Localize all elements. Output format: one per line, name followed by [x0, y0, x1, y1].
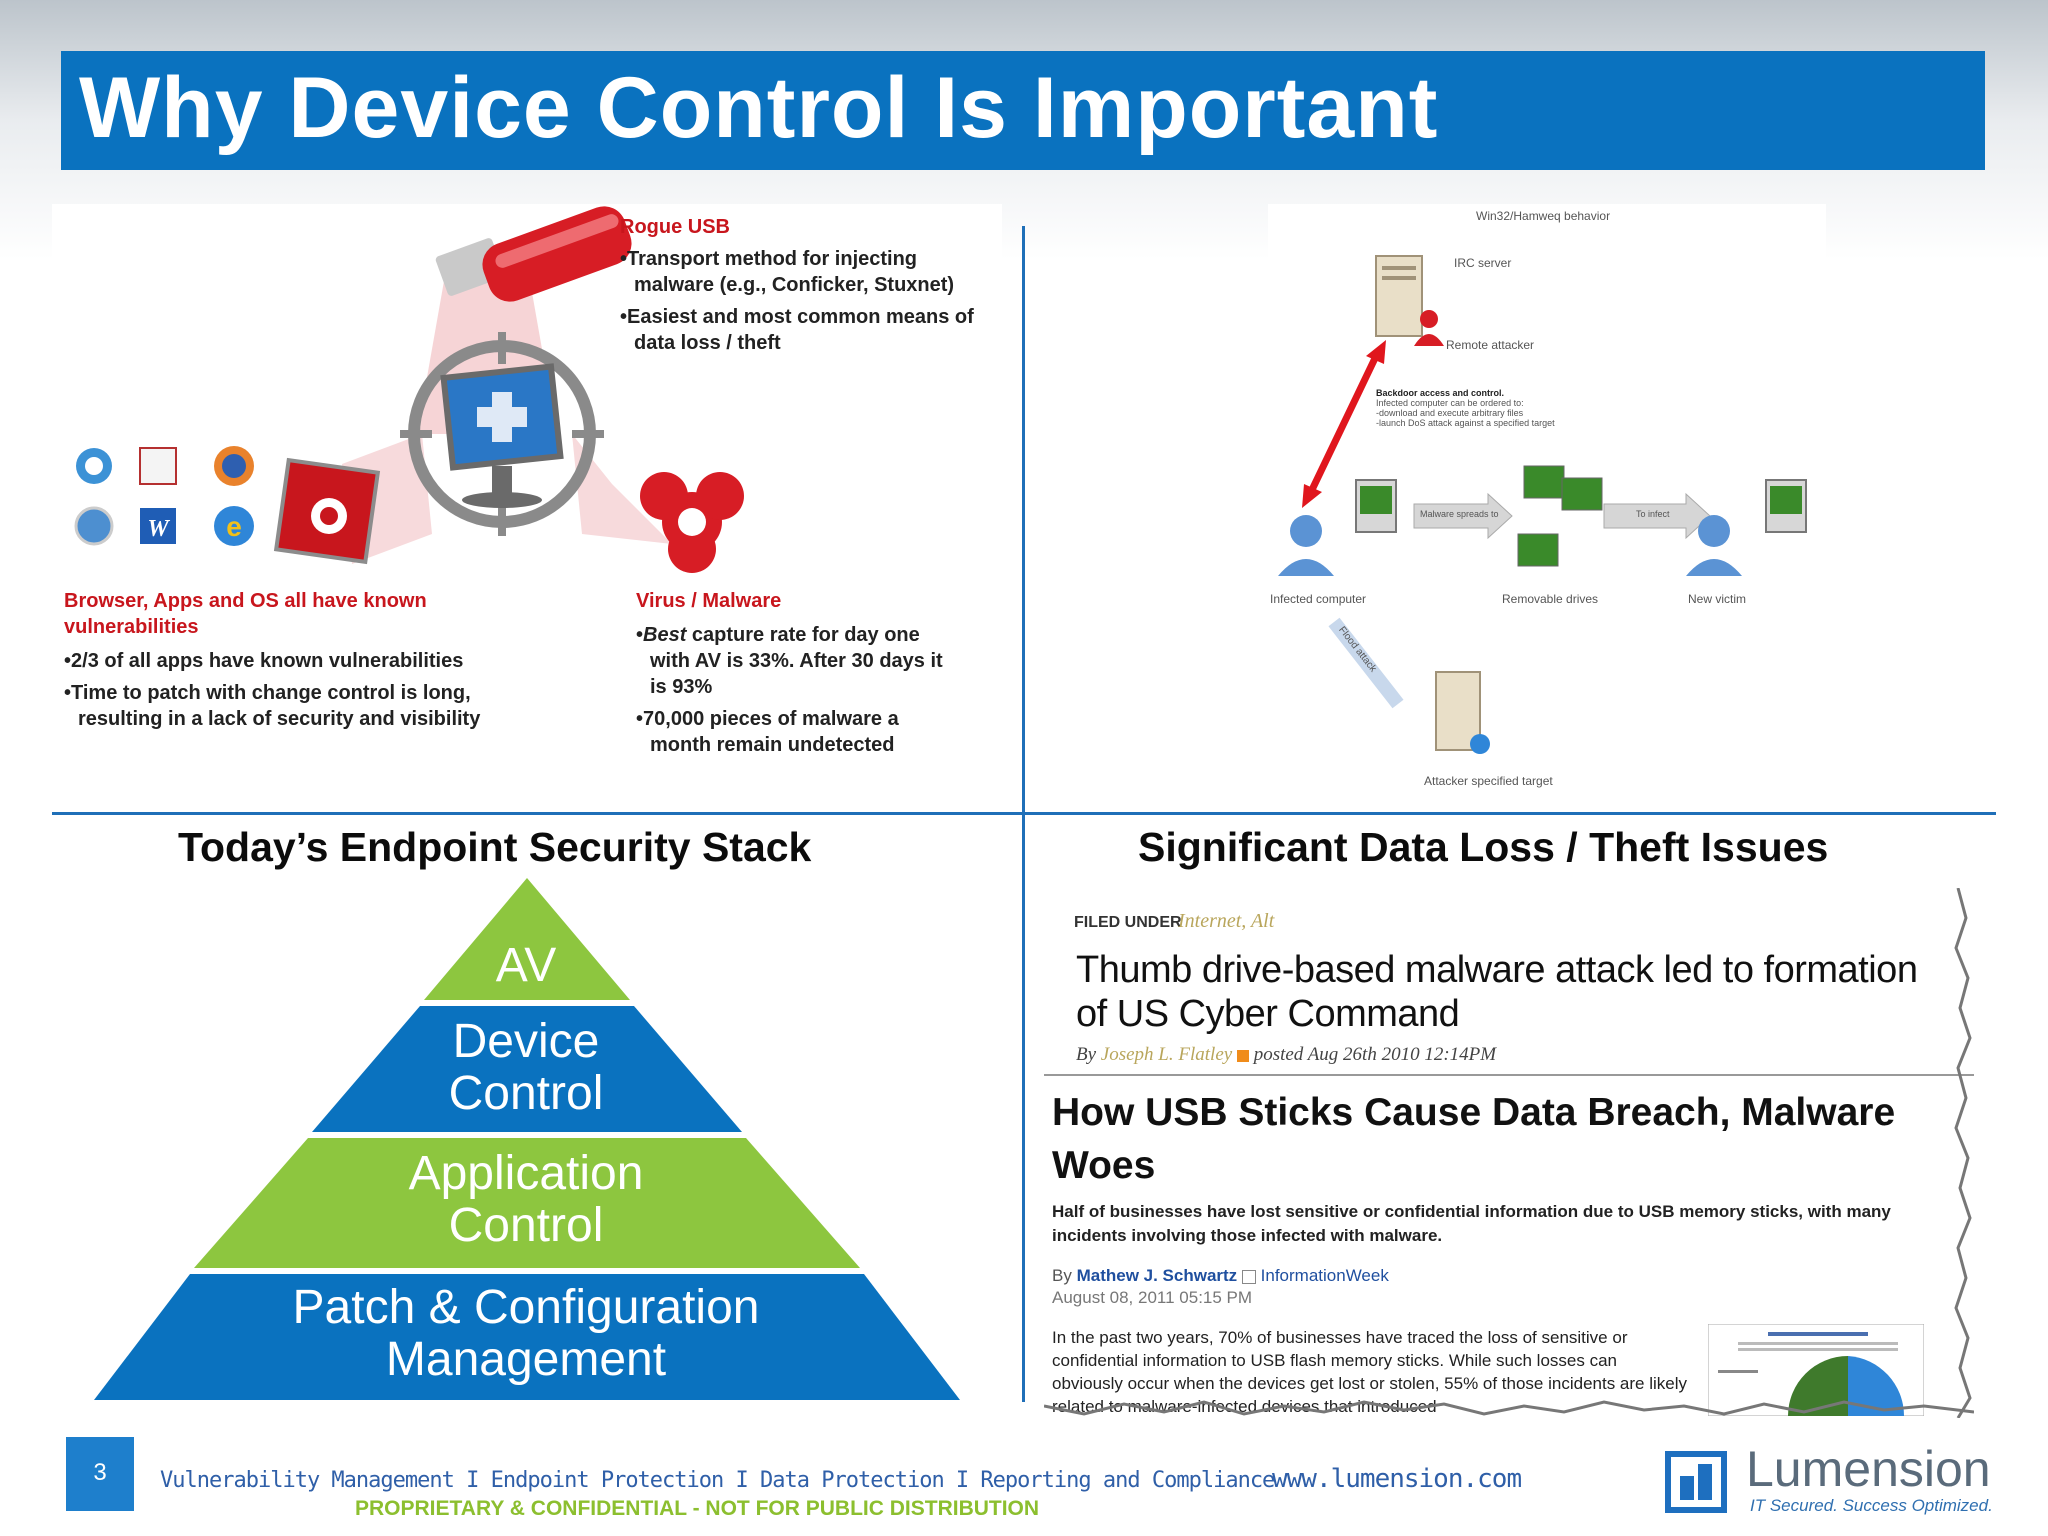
- irc-server-label: IRC server: [1454, 256, 1512, 270]
- filed-under-tags: Internet, Alt: [1178, 910, 1275, 932]
- infected-computer-label: Infected computer: [1270, 592, 1367, 606]
- new-victim-icon: [1686, 479, 1807, 576]
- pyramid-level-av: [424, 878, 630, 1000]
- server-icon: [1375, 255, 1423, 337]
- to-infect-label: To infect: [1636, 509, 1670, 519]
- threat-illustration: W e: [74, 206, 744, 573]
- browser-bullet: Time to patch with change control is lon…: [64, 680, 484, 732]
- virus-bullet: Best capture rate for day one with AV is…: [636, 622, 956, 700]
- browser-window-icon: [273, 457, 381, 565]
- backdoor-arrow: [1306, 350, 1382, 496]
- svg-text:e: e: [226, 511, 242, 542]
- virus-bullet-text: capture rate for day one with AV is 33%.…: [650, 624, 943, 698]
- pyramid-label-application-control: Application Control: [408, 1147, 644, 1252]
- byline-2-by: By: [1052, 1266, 1072, 1285]
- removable-drives-label: Removable drives: [1502, 592, 1599, 606]
- security-stack-pyramid: [94, 878, 960, 1400]
- attacker-icon: [1414, 310, 1444, 346]
- backdoor-line: Infected computer can be ordered to:: [1376, 398, 1524, 408]
- usb-drive-icon: [1517, 465, 1603, 567]
- byline-2: By Mathew J. Schwartz InformationWeek: [1052, 1266, 1389, 1286]
- lumension-tagline: IT Secured. Success Optimized.: [1750, 1496, 1993, 1515]
- footer-url[interactable]: www.lumension.com: [1272, 1464, 1522, 1494]
- rogue-usb-bullet: Transport method for injecting malware (…: [620, 246, 990, 298]
- browser-bullet: 2/3 of all apps have known vulnerabiliti…: [64, 648, 484, 674]
- article-summary: Half of businesses have lost sensitive o…: [1052, 1202, 1891, 1245]
- pyramid-label-patch-management: Patch & Configuration Management: [292, 1281, 760, 1386]
- data-loss-heading: Significant Data Loss / Theft Issues: [1138, 824, 1829, 870]
- lumension-logo-icon: [1665, 1451, 1727, 1513]
- footer-confidential: PROPRIETARY & CONFIDENTIAL - NOT FOR PUB…: [355, 1497, 1040, 1520]
- backdoor-line: -launch DoS attack against a specified t…: [1376, 418, 1555, 428]
- infect-arrow: [1603, 492, 1711, 540]
- pyramid-label-device-control: Device Control: [448, 1015, 604, 1120]
- stack-heading: Today’s Endpoint Security Stack: [178, 824, 812, 870]
- virus-block: Virus / Malware Best capture rate for da…: [636, 588, 956, 758]
- lumension-logo: Lumension IT Secured. Success Optimized.: [1664, 1441, 2034, 1520]
- browser-heading: Browser, Apps and OS all have known vuln…: [64, 590, 427, 638]
- attacker-target-label: Attacker specified target: [1424, 774, 1553, 788]
- malware-spreads-label: Malware spreads to: [1420, 509, 1499, 519]
- flood-arrow: [1328, 617, 1404, 709]
- byline-2-author[interactable]: Mathew J. Schwartz: [1076, 1266, 1238, 1285]
- browser-block: Browser, Apps and OS all have known vuln…: [64, 588, 484, 732]
- infected-user-icon: [1278, 479, 1397, 576]
- backdoor-line: -download and execute arbitrary files: [1376, 408, 1524, 418]
- headline-usb-sticks[interactable]: How USB Sticks Cause Data Breach, Malwar…: [1052, 1091, 1896, 1187]
- app-icons: W e: [74, 446, 254, 546]
- rogue-usb-heading: Rogue USB: [620, 216, 730, 238]
- pyramid-level-device-control: [312, 1006, 742, 1132]
- title-bar: Why Device Control Is Important: [61, 51, 1985, 170]
- byline-2-date: August 08, 2011 05:15 PM: [1052, 1288, 1253, 1307]
- article-body: In the past two years, 70% of businesses…: [1052, 1328, 1688, 1416]
- backdoor-note: Backdoor access and control. Infected co…: [1376, 388, 1555, 428]
- byline-1: By Joseph L. Flatley posted Aug 26th 201…: [1076, 1044, 1496, 1066]
- torn-edge-bottom: [1044, 1400, 1974, 1416]
- page-number-box: 3: [66, 1437, 134, 1511]
- svg-text:W: W: [147, 516, 170, 542]
- pyramid-level-application-control: [194, 1138, 860, 1268]
- news-clipping: FILED UNDER Internet, Alt Thumb drive-ba…: [1044, 888, 1974, 1418]
- remote-attacker-label: Remote attacker: [1446, 338, 1535, 352]
- biohazard-icon: [640, 472, 744, 573]
- diagram-title: Win32/Hamweq behavior: [1476, 209, 1611, 223]
- usb-stick-icon: [435, 206, 632, 302]
- rss-icon: [1236, 1049, 1249, 1062]
- filed-under-label: FILED UNDER: [1074, 914, 1182, 931]
- hamweq-graphic: [1278, 255, 1807, 754]
- hamweq-diagram: Win32/Hamweq behavior IRC server Remote …: [1268, 204, 1826, 804]
- new-victim-label: New victim: [1688, 592, 1747, 606]
- rogue-usb-bullet: Easiest and most common means of data lo…: [620, 304, 990, 356]
- footer-product-links: Vulnerability Management I Endpoint Prot…: [160, 1468, 1275, 1493]
- slide-title: Why Device Control Is Important: [79, 60, 1439, 156]
- threat-panel: W e Rogue USB Transport method for injec…: [52, 204, 1002, 794]
- backdoor-title: Backdoor access and control.: [1376, 388, 1505, 398]
- virus-bullet: 70,000 pieces of malware a month remain …: [636, 706, 956, 758]
- spread-arrow: [1413, 492, 1513, 540]
- email-icon: [1241, 1269, 1256, 1284]
- target-server-icon: [1435, 671, 1490, 754]
- rogue-usb-block: Rogue USB Transport method for injecting…: [620, 214, 990, 356]
- virus-heading: Virus / Malware: [636, 590, 782, 612]
- article-chart-thumbnail: [1708, 1324, 1924, 1416]
- torn-edge: [1954, 888, 1972, 1418]
- headline-cyber-command[interactable]: Thumb drive-based malware attack led to …: [1076, 949, 1918, 1035]
- pyramid-label-av: AV: [495, 939, 557, 992]
- byline-1-posted: posted Aug 26th 2010 12:14PM: [1253, 1044, 1497, 1065]
- byline-1-author[interactable]: Joseph L. Flatley: [1100, 1044, 1233, 1065]
- crosshair-icon: [400, 332, 604, 536]
- virus-bullet-emphasis: Best: [643, 624, 687, 646]
- clipping-divider: [1044, 1074, 1974, 1076]
- byline-1-by: By: [1076, 1044, 1097, 1065]
- horizontal-divider: [52, 812, 1996, 815]
- page-number: 3: [93, 1459, 107, 1486]
- byline-2-source[interactable]: InformationWeek: [1260, 1266, 1389, 1285]
- lumension-wordmark: Lumension: [1746, 1441, 1991, 1497]
- pyramid-level-patch-management: [94, 1274, 960, 1400]
